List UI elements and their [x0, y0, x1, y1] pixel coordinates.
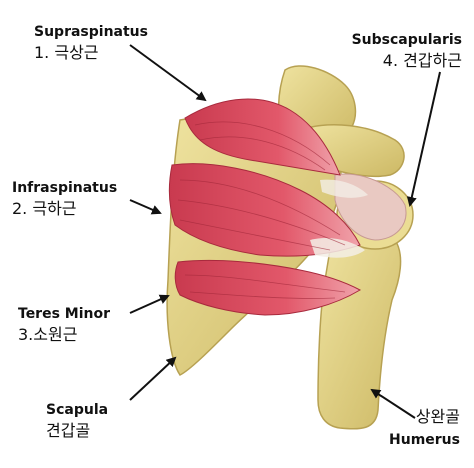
arrow-pointer-icon [370, 388, 416, 419]
muscle-fibers [177, 121, 346, 299]
arrow-pointer-icon [129, 199, 162, 215]
label-subscapularis-ko: 4. 견갑하근 [382, 51, 462, 71]
label-teres-minor-ko: 3.소원근 [18, 325, 78, 345]
tendon-highlight [310, 238, 365, 258]
supraspinatus-muscle [184, 98, 341, 176]
label-infraspinatus: Infraspinatus 2. 극하근 [12, 180, 117, 218]
label-supraspinatus: Supraspinatus 1. 극상근 [34, 24, 148, 62]
arrow-pointer-icon [129, 356, 177, 401]
label-supraspinatus-en: Supraspinatus [34, 24, 148, 40]
label-teres-minor: Teres Minor 3.소원근 [18, 306, 110, 344]
arrow-pointer-icon [129, 294, 170, 314]
tendon-highlight [320, 179, 368, 198]
label-subscapularis: Subscapularis 4. 견갑하근 [352, 32, 462, 70]
label-teres-minor-en: Teres Minor [18, 306, 111, 322]
label-supraspinatus-ko: 1. 극상근 [34, 43, 99, 63]
label-infraspinatus-ko: 2. 극하근 [12, 199, 77, 219]
label-humerus: 상완골 Humerus [389, 407, 460, 449]
label-scapula: Scapula 견갑골 [46, 402, 108, 440]
label-humerus-ko: 상완골 [415, 407, 460, 426]
label-scapula-ko: 견갑골 [46, 421, 91, 441]
label-scapula-en: Scapula [46, 402, 109, 418]
arrow-pointer-icon [129, 44, 207, 102]
label-subscapularis-en: Subscapularis [351, 32, 462, 48]
label-infraspinatus-en: Infraspinatus [12, 180, 118, 196]
arrow-pointer-icon [406, 71, 441, 207]
label-humerus-en: Humerus [389, 432, 460, 449]
teres-minor-muscle [174, 259, 362, 316]
